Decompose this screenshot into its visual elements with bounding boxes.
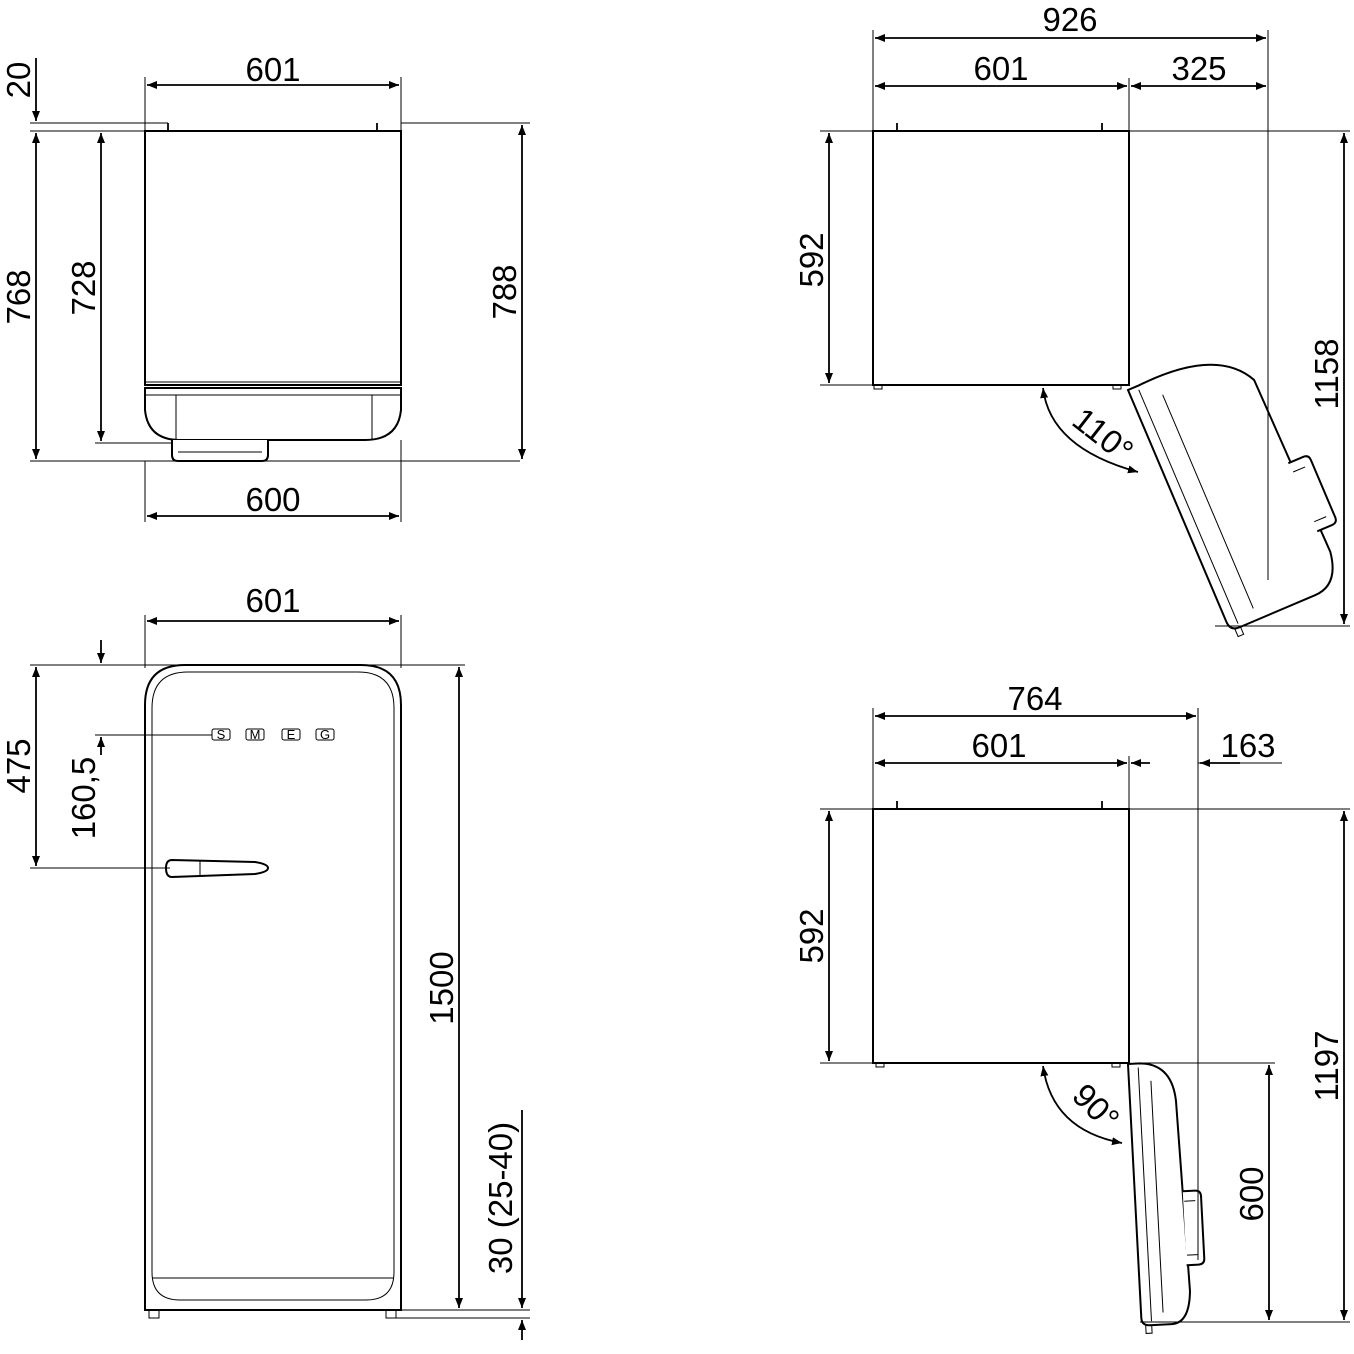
- top-view-door: [144, 387, 402, 441]
- top-view-width-top: 601: [245, 51, 300, 88]
- plan-110-body: [872, 130, 1130, 386]
- plan-110-total-width: 926: [1042, 1, 1097, 38]
- front-view-width: 601: [245, 582, 300, 619]
- logo-letter-g: G: [320, 727, 330, 742]
- top-view-body: [144, 130, 402, 386]
- plan-110-total-depth: 1158: [1308, 339, 1345, 410]
- front-view-height: 1500: [423, 951, 460, 1024]
- plan-90-body-width: 601: [971, 727, 1026, 764]
- plan-90-total-depth: 1197: [1308, 1031, 1345, 1102]
- top-view: 601 600 20 768 728 788: [0, 51, 530, 522]
- front-view-feet-height: 30 (25-40): [482, 1122, 519, 1274]
- top-view-depth-with-handle: 788: [486, 264, 523, 319]
- plan-90-angle: 90°: [1065, 1076, 1126, 1137]
- top-view-foot-offset: 20: [0, 62, 37, 99]
- plan-view-110: 926 601 325 592 1158 110°: [793, 1, 1350, 638]
- logo-letter-e: E: [287, 727, 296, 742]
- front-view-logo-offset: 160,5: [65, 757, 102, 840]
- plan-90-total-width: 764: [1007, 680, 1062, 717]
- plan-110-door: [1126, 363, 1337, 638]
- front-view-cabinet: [144, 664, 402, 1311]
- front-foot-right: [385, 1309, 397, 1319]
- top-view-width-bottom: 600: [245, 481, 300, 518]
- plan-90-door: [1126, 1062, 1206, 1334]
- logo-letter-m: M: [250, 727, 261, 742]
- plan-90-body: [872, 808, 1130, 1064]
- plan-90-body-depth: 592: [793, 908, 830, 963]
- plan-90-door-depth: 600: [1233, 1166, 1270, 1221]
- front-foot-left: [148, 1309, 160, 1319]
- top-view-depth-body: 728: [65, 260, 102, 315]
- top-view-depth-total: 768: [0, 269, 37, 324]
- plan-view-90: 764 601 163 592 1197 600 90°: [793, 680, 1350, 1334]
- front-view-handle-offset: 475: [0, 738, 37, 793]
- plan-110-body-depth: 592: [793, 232, 830, 287]
- logo-letter-s: S: [217, 727, 226, 742]
- plan-90-door-overhang: 163: [1220, 727, 1275, 764]
- top-view-handle: [171, 440, 269, 462]
- plan-110-body-width: 601: [973, 50, 1028, 87]
- front-view: S M E G 601 475 160,5 1500 30 (25-40): [0, 582, 530, 1340]
- plan-110-door-overhang: 325: [1171, 50, 1226, 87]
- front-view-handle: [164, 858, 270, 879]
